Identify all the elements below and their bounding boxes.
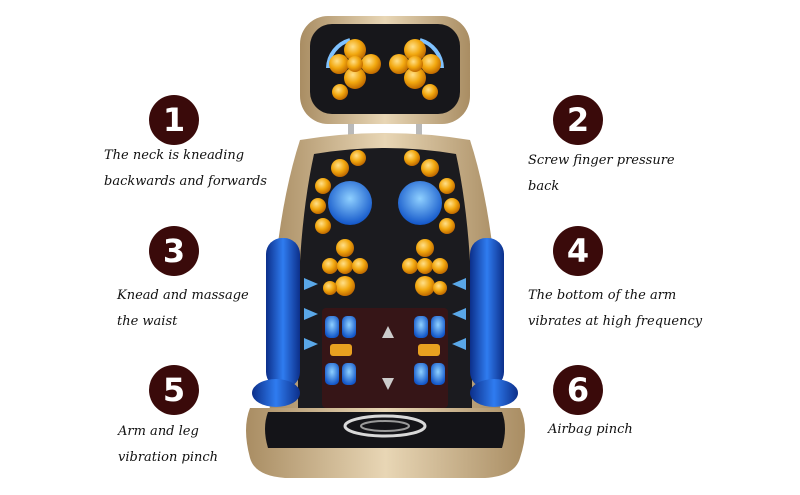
feature-caption-6: Airbag pinch bbox=[548, 417, 633, 443]
feature-caption-line: Airbag pinch bbox=[548, 422, 633, 437]
feature-caption-3: Knead and massage the waist bbox=[117, 283, 249, 335]
feature-caption-line: backwards and forwards bbox=[104, 174, 267, 189]
massage-node-icon bbox=[322, 239, 448, 296]
feature-caption-line: Knead and massage bbox=[117, 288, 249, 303]
feature-caption-line: The bottom of the arm bbox=[528, 288, 677, 303]
feature-caption-line: back bbox=[528, 179, 560, 194]
feature-caption-line: The neck is kneading bbox=[104, 148, 245, 163]
feature-caption-line: vibration pinch bbox=[118, 450, 219, 465]
feature-caption-5: Arm and leg vibration pinch bbox=[118, 419, 218, 471]
roller-icon bbox=[398, 181, 442, 225]
feature-caption-4: The bottom of the arm vibrates at high f… bbox=[528, 283, 702, 335]
feature-badge-3: 3 bbox=[149, 226, 199, 276]
massage-node-icon bbox=[310, 150, 460, 234]
feature-badge-2: 2 bbox=[553, 95, 603, 145]
arrow-icon bbox=[304, 38, 466, 390]
vibration-roller-icon bbox=[325, 316, 445, 385]
roller-icon bbox=[328, 181, 372, 225]
massage-chair-illustration bbox=[246, 16, 525, 478]
massage-node-icon bbox=[329, 39, 441, 100]
feature-badge-1: 1 bbox=[149, 95, 199, 145]
feature-caption-2: Screw finger pressure back bbox=[528, 148, 675, 200]
feature-caption-line: vibrates at high frequency bbox=[528, 314, 703, 329]
feature-caption-1: The neck is kneading backwards and forwa… bbox=[104, 143, 267, 195]
feature-badge-6: 6 bbox=[553, 365, 603, 415]
feature-badge-5: 5 bbox=[149, 365, 199, 415]
airbag-icon bbox=[252, 238, 518, 407]
feature-caption-line: the waist bbox=[117, 314, 178, 329]
feature-badge-4: 4 bbox=[553, 226, 603, 276]
feature-caption-line: Arm and leg bbox=[118, 424, 199, 439]
feature-caption-line: Screw finger pressure bbox=[528, 153, 675, 168]
